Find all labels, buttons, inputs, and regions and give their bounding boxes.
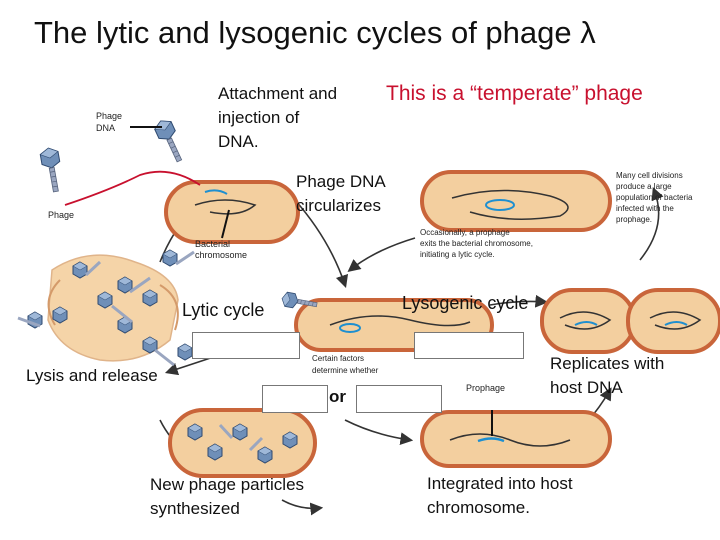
bacterial-cell-circularized [420, 170, 612, 232]
new-particles-label-line2: synthesized [150, 499, 240, 518]
many-divisions-label-line5: prophage. [616, 215, 653, 224]
many-divisions-label-line2: produce a large [616, 182, 672, 191]
new-particles-label-line1: New phage particles [150, 475, 305, 494]
prophage-label: Prophage [466, 383, 506, 393]
replicates-label-line2: host DNA [550, 378, 623, 397]
bacterial-cell-synthesis [168, 408, 317, 478]
many-divisions-label-line1: Many cell divisions [616, 171, 683, 180]
bacterial-cell-attach [164, 180, 300, 244]
lysogenic-cycle-label: Lysogenic cycle [402, 293, 529, 313]
occasionally-label-line3: initiating a lytic cycle. [420, 250, 495, 259]
circularizes-label-line1: Phage DNA [296, 172, 386, 191]
injected-dna-strand [64, 170, 201, 206]
or-label: or [329, 387, 346, 406]
bacterial-cell-integrated [420, 410, 612, 468]
bacterial-chromosome-label-line1: Bacterial [195, 239, 231, 249]
lytic-cycle-label: Lytic cycle [182, 300, 265, 320]
answer-box-right[interactable] [356, 385, 442, 413]
attachment-label-line1: Attachment and [218, 84, 338, 103]
many-divisions-label-line3: population of bacteria [616, 193, 693, 202]
lysis-release-label: Lysis and release [26, 366, 158, 385]
phage-dna-label-line2: DNA [96, 123, 116, 133]
answer-box-left[interactable] [262, 385, 328, 413]
replicates-label-line1: Replicates with [550, 354, 665, 373]
answer-box-lysogenic[interactable] [414, 332, 524, 359]
integrated-label-line1: Integrated into host [427, 474, 573, 493]
page-title: The lytic and lysogenic cycles of phage … [34, 15, 596, 50]
temperate-label: This is a “temperate” phage [386, 82, 643, 105]
bacterial-chromosome-label-line2: chromosome [195, 250, 248, 260]
released-phages [17, 249, 195, 367]
phage-label: Phage [48, 210, 75, 220]
integrated-label-line2: chromosome. [427, 498, 530, 517]
circularizes-label-line2: circularizes [296, 196, 382, 215]
occasionally-label-line2: exits the bacterial chromosome, [420, 239, 533, 248]
attachment-label-line3: DNA. [218, 132, 259, 151]
attachment-label-line2: injection of [218, 108, 300, 127]
bacterial-cell-dividing [540, 288, 720, 354]
occasionally-label-line1: Occasionally, a prophage [420, 228, 510, 237]
certain-factors-label-line1: Certain factors [312, 354, 365, 363]
leader-lines [130, 126, 493, 436]
many-divisions-label-line4: infected with the [616, 204, 674, 213]
answer-box-lytic[interactable] [192, 332, 300, 359]
phage-dna-label-line1: Phage [96, 111, 123, 121]
certain-factors-label-line2: determine whether [312, 366, 379, 375]
